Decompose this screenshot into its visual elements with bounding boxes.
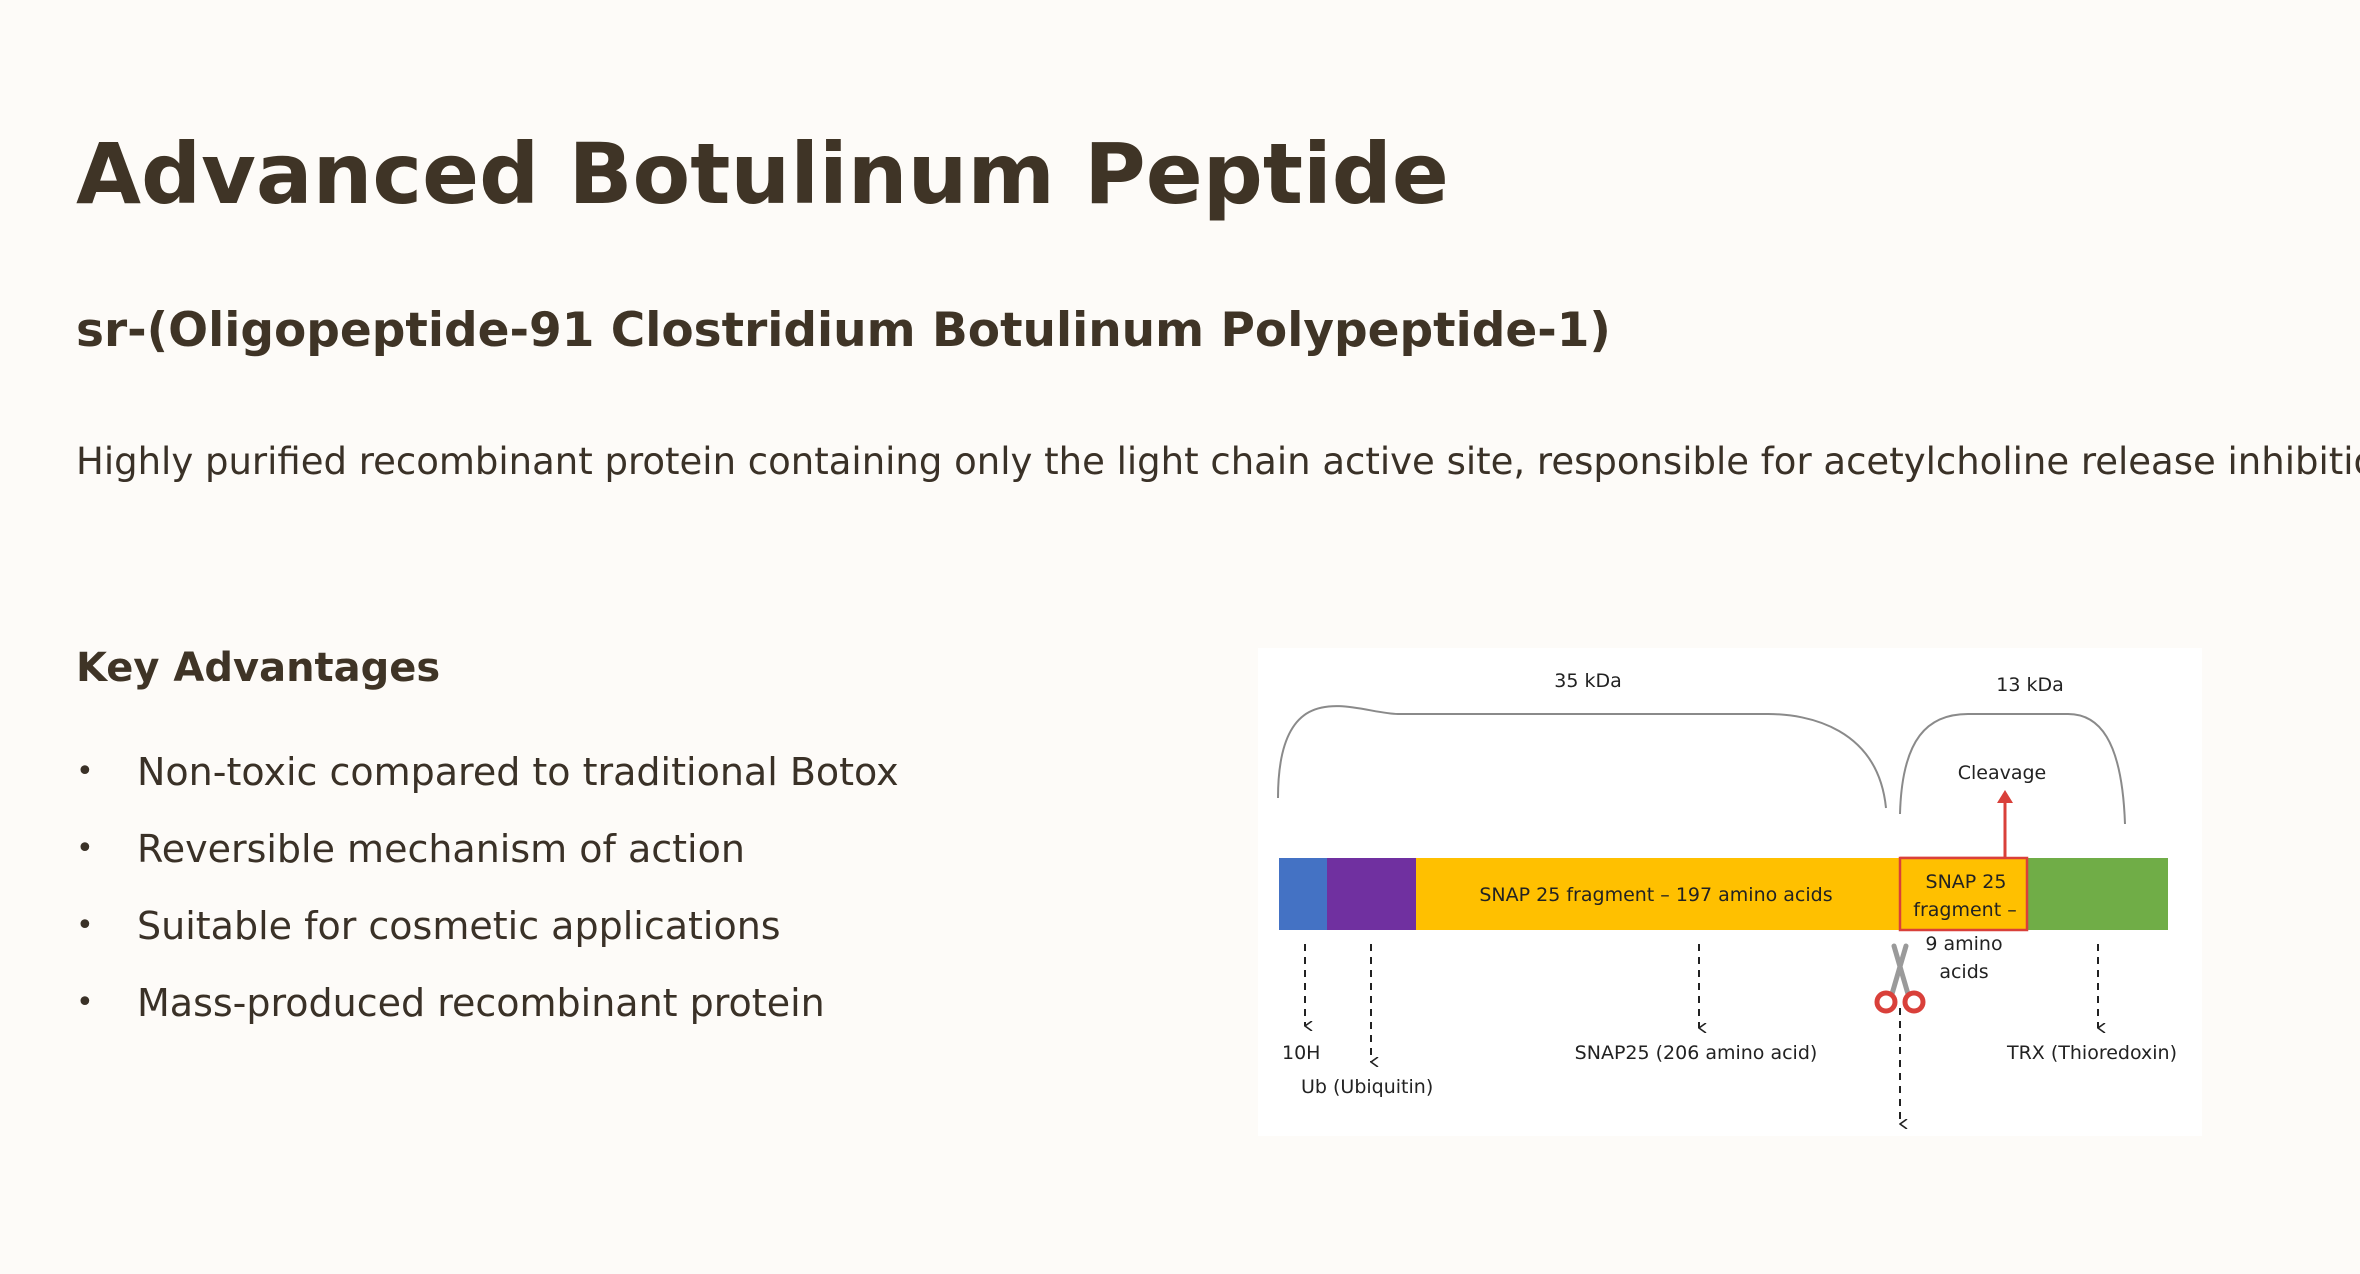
product-description: Highly purified recombinant protein cont…	[76, 440, 2360, 483]
segment-his-tag	[1279, 858, 1327, 930]
advantage-text: Suitable for cosmetic applications	[137, 904, 781, 948]
scissors-icon	[1874, 943, 1926, 1014]
label-snap25: SNAP25 (206 amino acid)	[1575, 1042, 1818, 1064]
snap25-197-label: SNAP 25 fragment – 197 amino acids	[1479, 884, 1832, 906]
protein-construct-svg: 35 kDa 13 kDa Cleavage SNAP 25 fragment …	[1277, 670, 2177, 1136]
bullet-icon: •	[76, 754, 94, 789]
page-title: Advanced Botulinum Peptide	[76, 125, 1449, 223]
label-his: 10H	[1282, 1042, 1320, 1064]
brace-13kda	[1899, 713, 2126, 825]
snap25-9-label-line1: SNAP 25	[1926, 871, 2007, 893]
label-35kda: 35 kDa	[1554, 670, 1622, 692]
segment-snap25-9	[1900, 858, 2027, 930]
cleavage-arrow-head	[1997, 790, 2013, 803]
label-13kda: 13 kDa	[1996, 674, 2064, 696]
brace-35kda	[1277, 705, 1887, 809]
label-thioredoxin: TRX (Thioredoxin)	[2006, 1042, 2177, 1064]
segment-thioredoxin	[2027, 858, 2168, 930]
segment-ubiquitin	[1327, 858, 1416, 930]
advantage-text: Non-toxic compared to traditional Botox	[137, 750, 899, 794]
segment-snap25-197	[1416, 858, 1900, 930]
snap25-9-label-line2: fragment –	[1913, 899, 2016, 921]
advantage-text: Mass-produced recombinant protein	[137, 981, 825, 1025]
key-advantages-heading: Key Advantages	[76, 645, 441, 691]
protein-construct-diagram: 35 kDa 13 kDa Cleavage SNAP 25 fragment …	[1258, 648, 2202, 1136]
bullet-icon: •	[76, 908, 94, 943]
snap25-9-label-line3: 9 amino	[1925, 933, 2002, 955]
cleavage-label: Cleavage	[1958, 762, 2047, 784]
page-subtitle: sr-(Oligopeptide-91 Clostridium Botulinu…	[76, 303, 1611, 358]
bullet-icon: •	[76, 985, 94, 1020]
advantage-text: Reversible mechanism of action	[137, 827, 745, 871]
bullet-icon: •	[76, 831, 94, 866]
snap9-outline	[1898, 856, 2029, 932]
snap25-9-label-line4: acids	[1939, 961, 1988, 983]
label-ubiquitin: Ub (Ubiquitin)	[1301, 1076, 1433, 1098]
